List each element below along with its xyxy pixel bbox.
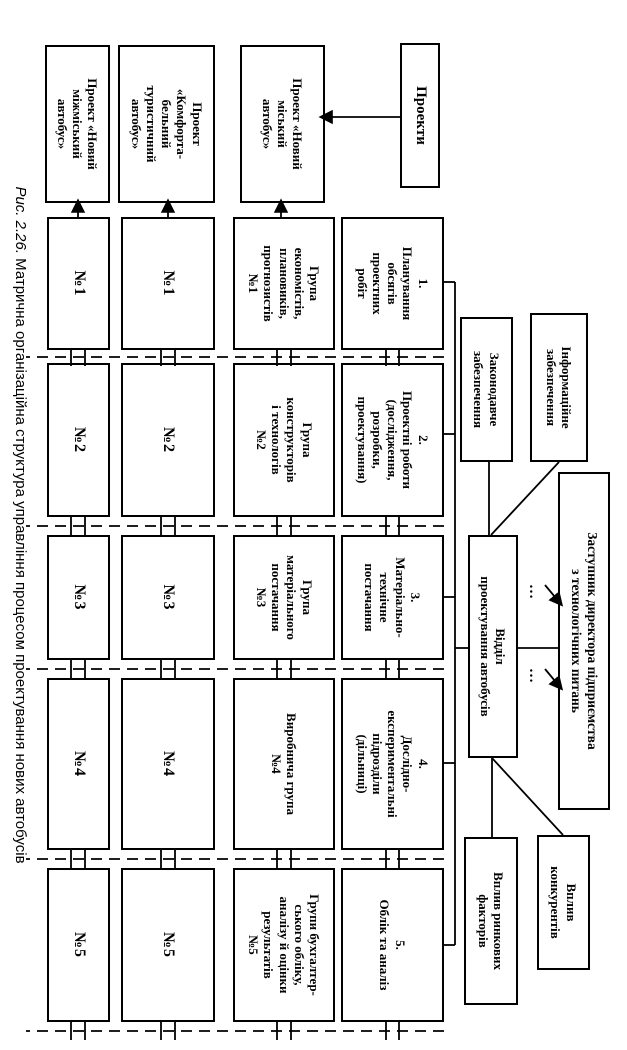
caption-text: Матрична організаційна структура управлі… [12,258,29,864]
matrix-cell-r2c1: №1 [121,217,215,350]
matrix-cell-r2c5: №5 [121,868,215,1022]
matrix-cell-r3c3: №3 [47,535,110,660]
box-legislative-support: Законодавче забезпечення [460,317,513,462]
box-project-comfort-tourist-bus: Проект «Комфорта- бельний туристичний ав… [118,45,215,203]
figure-caption: Рис. 2.26. Матрична організаційна структ… [11,0,29,1050]
matrix-cell-r2c2: №2 [121,363,215,517]
box-group-5-accounting: Групи бухгалтер- ського обліку, аналізу … [233,868,335,1022]
box-dept-2-design-work: 2. Проектні роботи (дослідження, розробк… [341,363,444,517]
information-vidil-link [490,461,560,536]
matrix-cell-r3c4: №4 [47,678,110,850]
box-market-factors: Вплив ринкових факторів [464,837,518,1005]
box-project-city-bus: Проект «Новий міський автобус» [240,45,325,203]
box-group-4-production: Виробнича група №4 [233,678,335,850]
matrix-cell-r2c3: №3 [121,535,215,660]
box-group-1-economists: Група економістів, плановиків, прогнозис… [233,217,335,350]
box-dept-1-planning: 1. Планування обсягів проектних робіт [341,217,444,350]
matrix-cell-r2c4: №4 [121,678,215,850]
box-information-support: Інформаційне забезпечення [530,313,588,462]
box-group-2-designers: Група конструкторів і технологів №2 [233,363,335,517]
box-design-department: Відділ проектування автобусів [468,535,518,758]
matrix-cell-r3c5: №5 [47,868,110,1022]
vidil-competitors-link [491,757,564,836]
caption-number: Рис. 2.26. [12,186,29,254]
box-dept-4-experimental: 4. Дослідно- експериментальні підрозділи… [341,678,444,850]
matrix-cell-r3c2: №2 [47,363,110,517]
box-group-3-material-supply: Група матеріального постачання №3 [233,535,335,660]
ellipsis-left: … [526,584,542,599]
matrix-cell-r3c1: №1 [47,217,110,350]
box-competitors: Вплив конкурентів [537,835,590,970]
ellipsis-right: … [526,668,542,683]
ellipsis-arrow-right [544,668,564,691]
ellipsis-arrow-left [544,584,564,607]
box-projects-header: Проекти [400,43,440,188]
box-dept-3-supply: 3. Матеріально- технічне постачання [341,535,444,660]
box-dept-5-accounting: 5. Облік та аналіз [341,868,444,1022]
box-project-intercity-bus: Проект «Новий міжміський автобус» [45,45,110,203]
box-deputy-director: Заступник директора підприємства з техно… [558,472,610,810]
